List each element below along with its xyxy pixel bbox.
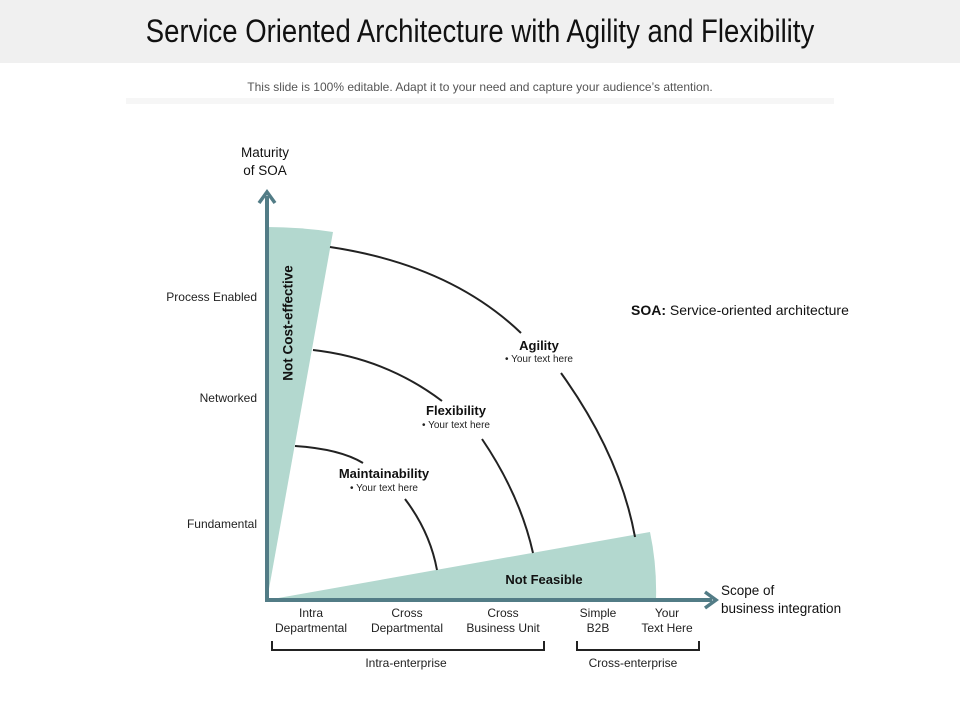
x-category-simple-b2b: Simple B2B: [548, 606, 648, 636]
page-subtitle: This slide is 100% editable. Adapt it to…: [247, 80, 713, 94]
x-category-your-text-here: Your Text Here: [617, 606, 717, 636]
x-axis-title: Scope of business integration: [721, 582, 841, 618]
not-feasible-wedge: [267, 532, 657, 600]
x-category-line1: Cross: [487, 606, 519, 620]
maintainability-arc-lower: [404, 498, 438, 571]
page-title: Service Oriented Architecture with Agili…: [145, 13, 815, 49]
group-intra-enterprise: Intra-enterprise: [365, 656, 447, 670]
agility-title: Agility: [519, 338, 559, 353]
not-feasible-label: Not Feasible: [505, 572, 583, 587]
flexibility-arc-lower: [481, 438, 534, 554]
not-cost-effective-wedge: [267, 227, 333, 600]
x-category-line1: Intra: [298, 606, 323, 620]
y-axis-arrowhead: [257, 189, 277, 205]
y-level-networked: Networked: [199, 391, 257, 405]
legend-definition: Service-oriented architecture: [669, 302, 849, 318]
subtitle-divider: [126, 98, 834, 104]
x-category-line2: B2B: [586, 621, 610, 635]
intra-enterprise-bracket: [271, 641, 545, 651]
flexibility-title: Flexibility: [426, 403, 486, 418]
header-band: [0, 0, 960, 63]
x-category-cross-business-unit: Cross Business Unit: [453, 606, 553, 636]
legend-abbr: SOA:: [631, 302, 666, 318]
flexibility-bullet: • Your text here: [421, 420, 490, 431]
flexibility-arc: [312, 349, 443, 402]
y-level-process-enabled: Process Enabled: [166, 290, 257, 304]
not-cost-effective-label: Not Cost-effective: [280, 265, 296, 381]
agility-bullet: • Your text here: [504, 354, 573, 365]
x-category-line2: Departmental: [274, 621, 348, 635]
y-axis-title-line2: of SOA: [243, 163, 287, 178]
x-axis-arrowhead: [703, 590, 719, 610]
x-category-line1: Cross: [391, 606, 423, 620]
x-category-line2: Text Here: [641, 621, 693, 635]
maintainability-bullet-text: Your text here: [356, 483, 418, 494]
group-cross-enterprise: Cross-enterprise: [588, 656, 678, 670]
maintainability-title: Maintainability: [338, 466, 430, 481]
agility-bullet-text: Your text here: [511, 354, 573, 365]
x-category-intra-departmental: Intra Departmental: [261, 606, 361, 636]
soa-legend: SOA: Service-oriented architecture: [631, 302, 849, 318]
x-category-line1: Simple: [579, 606, 617, 620]
x-category-cross-departmental: Cross Departmental: [357, 606, 457, 636]
x-axis-title-line2: business integration: [721, 601, 842, 616]
x-category-line2: Business Unit: [466, 621, 540, 635]
maintainability-arc: [294, 445, 364, 464]
cross-enterprise-bracket: [576, 641, 700, 651]
x-category-line1: Your: [654, 606, 680, 620]
y-axis-title-line1: Maturity: [240, 145, 289, 160]
flexibility-bullet-text: Your text here: [428, 420, 490, 431]
x-axis-title-line1: Scope of: [721, 583, 775, 598]
y-axis-title: Maturity of SOA: [224, 144, 306, 180]
agility-arc-lower: [560, 372, 636, 538]
maintainability-bullet: • Your text here: [349, 483, 418, 494]
y-level-fundamental: Fundamental: [186, 517, 257, 531]
agility-arc: [329, 246, 522, 334]
x-category-line2: Departmental: [370, 621, 444, 635]
